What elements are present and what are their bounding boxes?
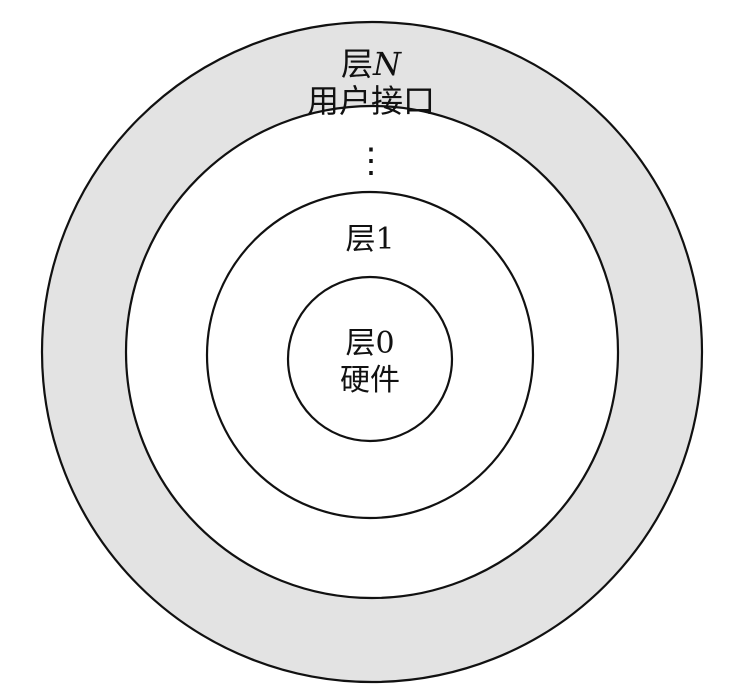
layer-0-title: 层0 [345, 326, 394, 361]
layer-n-title: 层N [341, 45, 402, 83]
vertical-ellipsis: ⋮ [354, 141, 388, 181]
layer-0-core [286, 275, 454, 443]
layer-1-title: 层1 [345, 222, 394, 257]
layer-0-subtitle: 硬件 [340, 363, 400, 398]
layer-n-subtitle: 用户接口 [307, 82, 435, 120]
